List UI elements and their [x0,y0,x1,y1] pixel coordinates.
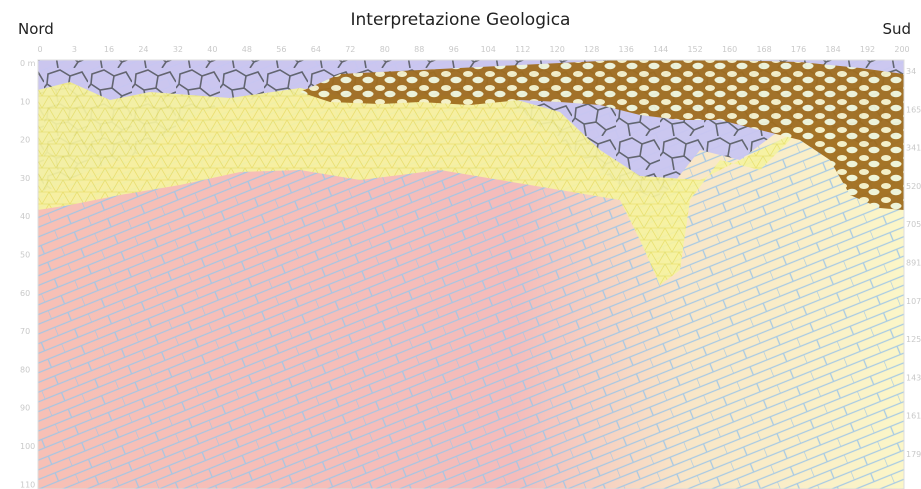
right-tick-label: 891 [906,259,921,268]
y-tick-label: 20 [20,136,30,145]
right-tick-label: 125 [906,335,921,344]
x-tick-label: 96 [449,45,459,54]
x-tick-label: 3 [72,45,77,54]
x-tick-label: 144 [653,45,668,54]
right-tick-label: 107 [906,297,921,306]
conglomerate-layer [300,60,904,210]
right-tick-label: 143 [906,373,921,382]
x-tick-label: 192 [860,45,875,54]
right-tick-label: 341 [906,144,921,153]
x-tick-label: 136 [619,45,634,54]
right-tick-label: 705 [906,220,921,229]
x-tick-label: 200 [894,45,909,54]
y-tick-label: 0 m [20,59,36,68]
y-tick-label: 40 [20,212,30,221]
right-tick-label: 179 [906,450,921,459]
x-tick-label: 16 [104,45,114,54]
y-tick-label: 10 [20,97,30,106]
x-tick-label: 168 [756,45,771,54]
right-tick-label: 34 [906,67,916,76]
x-axis-ticks: 0 3 16 24 32 40 48 56 64 72 80 88 96 104 112 120 128 136 1… [37,45,909,54]
y-tick-label: 70 [20,327,30,336]
x-tick-label: 48 [242,45,252,54]
x-tick-label: 152 [687,45,702,54]
right-tick-label: 161 [906,412,921,421]
x-tick-label: 88 [414,45,424,54]
x-tick-label: 64 [311,45,321,54]
sand-layer [38,82,800,285]
y-tick-label: 90 [20,404,30,413]
x-tick-label: 184 [825,45,840,54]
page-title: Interpretazione Geologica [350,10,571,30]
x-tick-label: 112 [515,45,530,54]
x-tick-label: 40 [207,45,217,54]
x-tick-label: 160 [722,45,737,54]
y-tick-label: 30 [20,174,30,183]
y-tick-label: 80 [20,365,30,374]
y-tick-label: 100 [20,442,35,451]
x-tick-label: 0 [37,45,42,54]
x-tick-label: 72 [345,45,355,54]
north-label: Nord [18,20,54,38]
y-tick-label: 50 [20,251,30,260]
plot-frame [37,59,905,489]
y-tick-label: 110 [20,480,35,489]
y-tick-label: 60 [20,289,30,298]
x-tick-label: 120 [550,45,565,54]
x-tick-label: 104 [481,45,496,54]
x-tick-label: 176 [791,45,806,54]
y-axis-ticks: 0 m 10 20 30 40 50 60 70 80 90 100 110 [20,59,36,489]
right-axis-ticks: 34165341520705891107125143161179197 [906,67,921,489]
x-tick-label: 128 [584,45,599,54]
south-label: Sud [882,20,911,38]
x-tick-label: 56 [276,45,286,54]
right-tick-label: 520 [906,182,921,191]
x-tick-label: 24 [138,45,148,54]
x-tick-label: 32 [173,45,183,54]
x-tick-label: 80 [380,45,390,54]
right-tick-label: 165 [906,105,921,114]
